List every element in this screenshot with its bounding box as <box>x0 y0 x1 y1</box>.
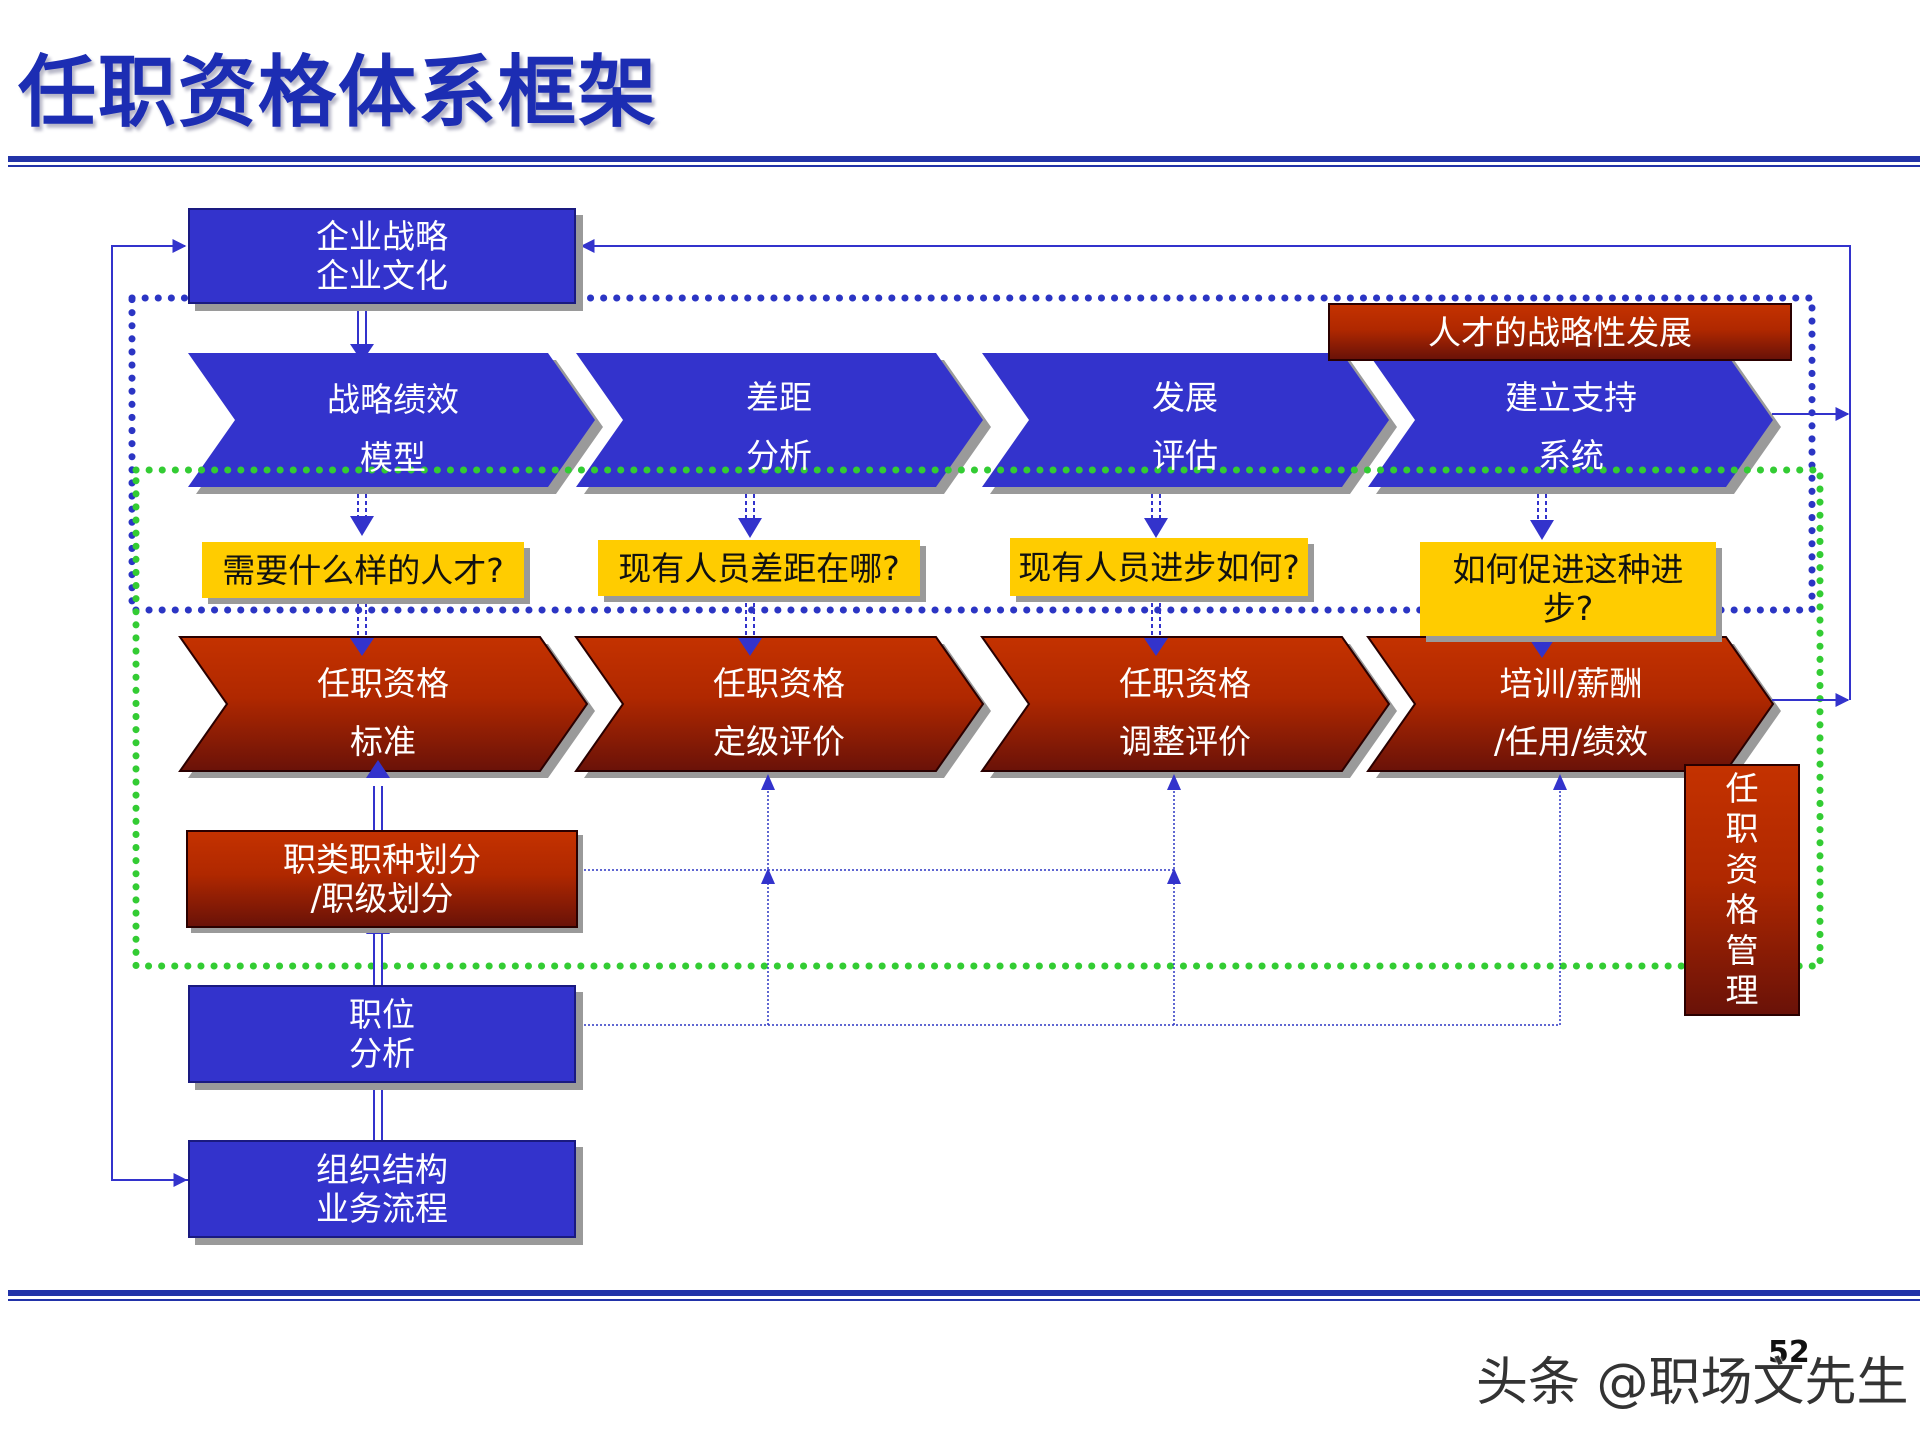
question-box-4: 如何促进这种进步? <box>1420 542 1716 636</box>
red-chevron-label-1: 任职资格 标准 <box>238 655 528 771</box>
position-analysis-box: 职位 分析 <box>188 985 576 1083</box>
header-rule-thin <box>8 165 1920 167</box>
box-line: 职位 <box>349 995 415 1034</box>
side-char: 管 <box>1725 930 1759 970</box>
chevron-line-1: 任职资格 <box>317 664 449 703</box>
org-structure-box: 组织结构 业务流程 <box>188 1140 576 1238</box>
fine-dotted-lines <box>580 788 1561 1026</box>
dotted-region-blue <box>128 294 1816 614</box>
arrowhead-up <box>761 868 775 884</box>
dashed-connectors <box>357 494 1547 642</box>
footer-rule-thin <box>8 1299 1920 1301</box>
red-chevron-qualification-standard <box>178 636 589 772</box>
question-text: 需要什么样的人才? <box>222 550 504 590</box>
arrowhead-down <box>738 518 762 538</box>
fine-dotted-arrowheads <box>761 774 1567 884</box>
qualification-management-box: 任 职 资 格 管 理 <box>1684 764 1800 1016</box>
page-title: 任职资格体系框架 <box>18 48 659 138</box>
box-line: 组织结构 <box>316 1150 448 1189</box>
side-char: 格 <box>1725 890 1759 930</box>
blue-chevron-label-3: 发展 评估 <box>1040 369 1330 485</box>
strategy-culture-box: 企业战略 企业文化 <box>188 208 576 304</box>
side-char: 资 <box>1725 849 1759 889</box>
box-line: 分析 <box>349 1034 415 1073</box>
side-char: 理 <box>1725 971 1759 1011</box>
red-chevron-adjustment-evaluation <box>980 636 1391 772</box>
side-char: 任 <box>1725 768 1759 808</box>
left-loop-line <box>111 239 190 1181</box>
chevron-line-2: 调整评价 <box>1119 722 1251 761</box>
red-chevron-row <box>178 636 1781 778</box>
blue-chevron-label-4: 建立支持 系统 <box>1426 369 1716 485</box>
question-box-2: 现有人员差距在哪? <box>598 540 920 596</box>
arrowhead-down <box>1144 518 1168 538</box>
question-text: 现有人员差距在哪? <box>618 548 900 588</box>
chevron-line-2: 标准 <box>350 722 416 761</box>
question-box-3: 现有人员进步如何? <box>1010 538 1308 596</box>
header-rule-thick <box>8 156 1920 162</box>
banner-text: 人才的战略性发展 <box>1428 312 1692 352</box>
arrowhead-down <box>1530 640 1554 658</box>
dotted-region-green <box>132 466 1824 970</box>
blue-chevron-row <box>188 353 1781 494</box>
chevron-line-1: 建立支持 <box>1505 378 1637 417</box>
arrowhead-up <box>1167 774 1181 790</box>
red-chevron-label-2: 任职资格 定级评价 <box>634 655 924 771</box>
box-line: 企业战略 <box>316 217 448 256</box>
chevron-line-1: 任职资格 <box>713 664 845 703</box>
red-chevron-grading-evaluation <box>574 636 985 772</box>
chevron-line-1: 任职资格 <box>1119 664 1251 703</box>
footer-rule-thick <box>8 1290 1920 1296</box>
arrowhead-down <box>350 638 374 656</box>
job-category-box: 职类职种划分 /职级划分 <box>186 830 578 928</box>
arrowhead-down <box>1530 520 1554 540</box>
watermark: 头条 @职场文先生 <box>1476 1353 1909 1413</box>
chevron-line-1: 战略绩效 <box>327 380 459 419</box>
question-box-1: 需要什么样的人才? <box>202 542 524 598</box>
chevron-line-2: 模型 <box>360 438 426 477</box>
arrowhead-down <box>1144 638 1168 656</box>
chevron-line-2: 分析 <box>746 436 812 475</box>
arrowhead-up <box>366 760 390 778</box>
arrowhead-up <box>761 774 775 790</box>
blue-chevron-label-1: 战略绩效 模型 <box>248 371 538 487</box>
box-line: /职级划分 <box>310 879 454 918</box>
chevron-line-2: 定级评价 <box>713 722 845 761</box>
arrowhead-up <box>1553 774 1567 790</box>
chevron-line-1: 差距 <box>746 378 812 417</box>
talent-development-banner: 人才的战略性发展 <box>1328 303 1792 361</box>
feedback-loops <box>111 239 1851 1187</box>
box-line: 业务流程 <box>316 1189 448 1228</box>
arrowhead-up <box>1167 868 1181 884</box>
question-text: 现有人员进步如何? <box>1018 547 1300 587</box>
arrowhead-down <box>350 516 374 536</box>
blue-chevron-development-assessment <box>982 353 1389 487</box>
chevron-line-2: /任用/绩效 <box>1493 722 1649 761</box>
page-number: 52 <box>1768 1335 1810 1370</box>
blue-chevron-strategy-performance <box>188 353 595 487</box>
side-char: 职 <box>1725 809 1759 849</box>
chevron-line-1: 发展 <box>1152 378 1218 417</box>
arrowhead-down <box>738 638 762 656</box>
right-loop-line <box>580 239 1851 700</box>
blue-chevron-gap-analysis <box>576 353 983 487</box>
arrowhead-down <box>350 344 374 362</box>
chevron-line-1: 培训/薪酬 <box>1499 664 1643 703</box>
box-line: 职类职种划分 <box>283 840 481 879</box>
question-text: 如何促进这种进步? <box>1452 550 1684 628</box>
red-chevron-label-4: 培训/薪酬 /任用/绩效 <box>1426 655 1716 771</box>
vertical-connectors <box>357 304 383 1140</box>
blue-chevron-support-system <box>1368 353 1773 487</box>
box-line: 企业文化 <box>316 256 448 295</box>
dashed-connector-arrowheads <box>350 516 1554 658</box>
chevron-line-2: 系统 <box>1538 436 1604 475</box>
red-chevron-label-3: 任职资格 调整评价 <box>1040 655 1330 771</box>
blue-chevron-label-2: 差距 分析 <box>634 369 924 485</box>
chevron-line-2: 评估 <box>1152 436 1218 475</box>
